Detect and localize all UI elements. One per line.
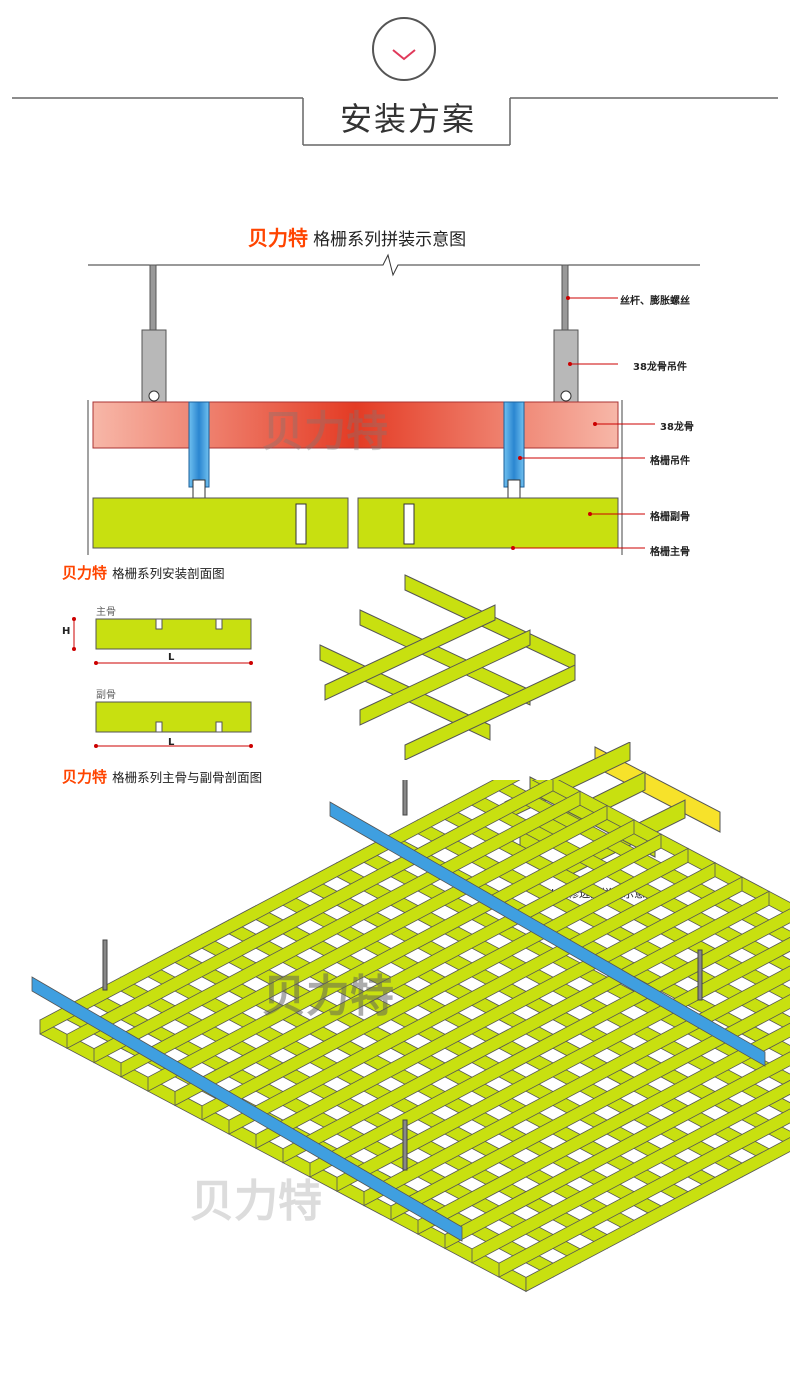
grid-bar [66,780,554,1049]
grid-bar [147,819,635,1092]
length-label: L [168,652,175,663]
callout-label-sub-bone: 格栅副骨 [650,512,690,523]
diagram3-title: 格栅系列主骨与副骨剖面图 [112,770,263,785]
watermark: 贝力特 [262,407,389,456]
support-beam [329,801,766,1067]
callout-label-main-bone: 格栅主骨 [650,547,690,558]
main-bone-profile [72,617,253,665]
installation-diagram [87,253,700,555]
grid-bar [228,862,716,1135]
grid-bar [120,804,608,1078]
grid-bar [498,1108,790,1278]
hanger-rod [402,1119,408,1171]
title-frame [12,97,778,146]
grid-bar [525,1137,790,1293]
support-beam [31,976,463,1242]
brand-name: 贝力特 [62,564,108,582]
hanger-rod [697,949,703,1001]
hanger-rod [402,780,408,816]
diagram1-title: 格栅系列拼装示意图 [313,230,467,250]
sub-bone-label: 副骨 [96,690,116,701]
diagram2-title: 格栅系列安装剖面图 [112,566,225,581]
chevron-down-icon [372,17,436,81]
diagram2-title-row: 贝力特 格栅系列安装剖面图 [62,562,225,583]
length-label-2: L [168,737,175,748]
diagram3-title-row: 贝力特 格栅系列主骨与副骨剖面图 [62,766,262,787]
callout-label-grid-hanger: 格栅吊件 [650,456,690,467]
grid-bar [255,876,743,1150]
main-bone-label: 主骨 [96,607,116,618]
grid-bar [444,1051,790,1250]
grid-bar [471,1079,790,1264]
callout-label-38-keel: 38龙骨 [660,422,694,433]
grid-bar [282,890,770,1164]
brand-name: 贝力特 [248,226,308,250]
callout-label-rod: 丝杆、膨胀螺丝 [620,296,690,307]
grid-bar [309,908,790,1178]
watermark: 贝力特 [262,971,394,1022]
isometric-grid-small [319,574,576,760]
isometric-grid-large [31,780,790,1293]
grid-bar [174,833,662,1107]
grid-bar [93,790,581,1064]
height-label: H [62,626,71,637]
brand-name: 贝力特 [62,768,108,786]
hanger-rod [102,939,108,991]
section-title: 安装方案 [339,100,476,138]
grid-bar [201,847,689,1121]
sub-bone-profile [94,701,253,748]
watermark: 贝力特 [190,1176,322,1227]
callout-label-38-hanger: 38龙骨吊件 [633,362,687,373]
diagram1-title-row: 贝力特 格栅系列拼装示意图 [248,222,466,251]
